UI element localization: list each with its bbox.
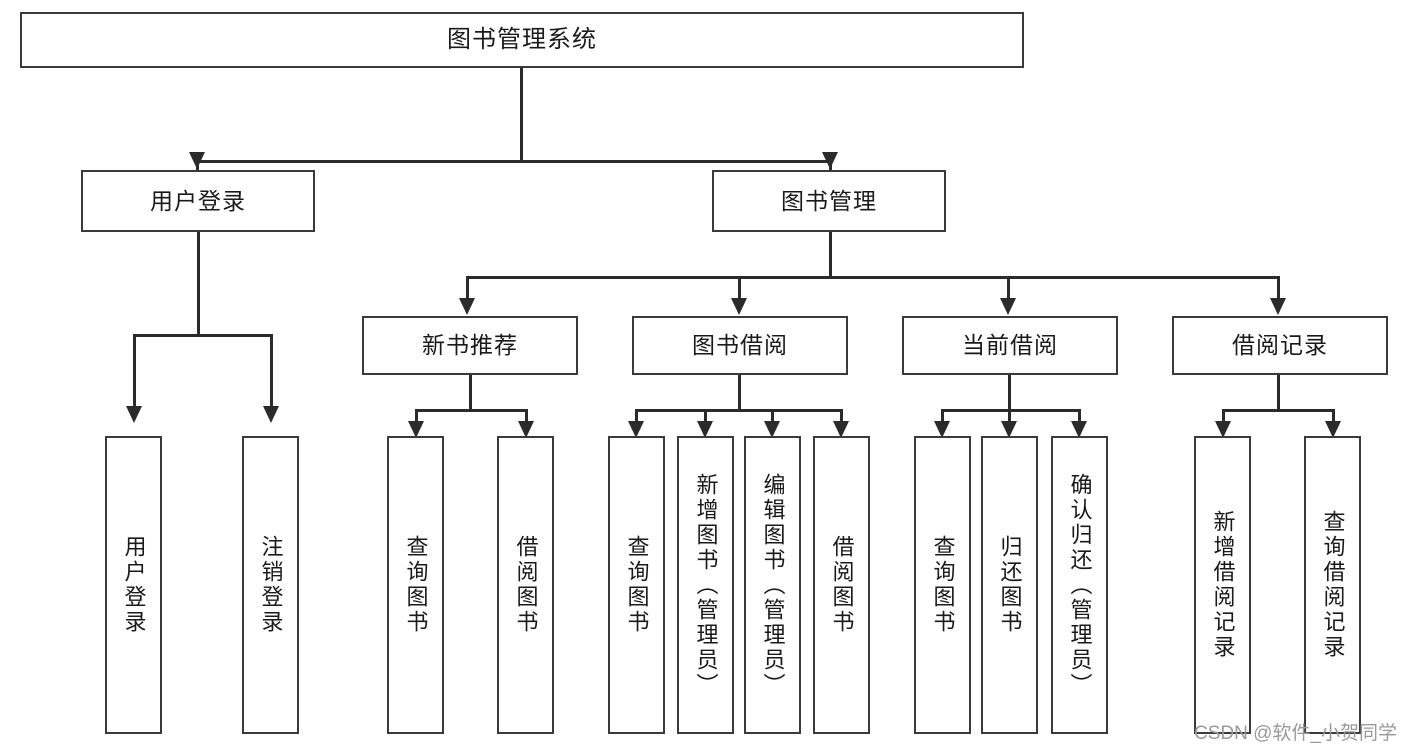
connector-bm-to-current <box>1007 276 1010 302</box>
node-leaf-add-record[interactable]: 新增借阅记录 <box>1194 436 1251 734</box>
arrow-to-leaf-query-record <box>1325 421 1341 438</box>
connector-user-login-right <box>270 334 273 408</box>
node-leaf-borrow-book-2[interactable]: 借阅图书 <box>813 436 870 734</box>
connector-bb-2 <box>704 409 707 429</box>
node-leaf-query-record[interactable]: 查询借阅记录 <box>1304 436 1361 734</box>
connector-current-trunk <box>1008 375 1011 411</box>
node-root[interactable]: 图书管理系统 <box>20 12 1024 68</box>
arrow-to-leaf-query-book-1 <box>408 421 424 438</box>
node-user-login[interactable]: 用户登录 <box>81 170 315 232</box>
connector-user-login-left <box>133 334 136 408</box>
connector-recommend-bus <box>415 409 528 412</box>
node-leaf-query-book-1-label: 查询图书 <box>403 535 429 635</box>
node-book-management-label: 图书管理 <box>781 187 877 214</box>
connector-book-management-trunk <box>829 232 832 278</box>
node-leaf-return-book[interactable]: 归还图书 <box>981 436 1038 734</box>
node-leaf-query-book-2[interactable]: 查询图书 <box>608 436 665 734</box>
node-leaf-edit-book-label: 编辑图书（管理员） <box>760 472 786 698</box>
node-leaf-query-book-1[interactable]: 查询图书 <box>387 436 444 734</box>
connector-bb-1 <box>635 409 638 429</box>
node-book-management[interactable]: 图书管理 <box>712 170 946 232</box>
arrow-to-new-book-recommend <box>459 298 475 315</box>
arrow-to-leaf-return-book <box>1001 421 1017 438</box>
node-book-borrow-label: 图书借阅 <box>692 332 788 359</box>
node-leaf-user-login[interactable]: 用户登录 <box>105 436 162 734</box>
connector-recommend-trunk <box>469 375 472 411</box>
connector-bb-3 <box>771 409 774 429</box>
connector-recommend-left <box>415 409 418 429</box>
connector-bookborrow-bus <box>635 409 843 412</box>
arrow-to-leaf-borrow-book-1 <box>518 421 534 438</box>
node-current-borrow[interactable]: 当前借阅 <box>902 316 1118 375</box>
node-new-book-recommend-label: 新书推荐 <box>422 332 518 359</box>
arrow-to-book-borrow <box>731 298 747 315</box>
node-leaf-confirm-return[interactable]: 确认归还（管理员） <box>1051 436 1108 734</box>
node-leaf-logout-login[interactable]: 注销登录 <box>242 436 299 734</box>
arrow-to-leaf-confirm-return <box>1071 421 1087 438</box>
connector-recommend-right <box>525 409 528 429</box>
connector-bm-to-recommend <box>466 276 469 302</box>
arrow-to-current-borrow <box>1000 298 1016 315</box>
arrow-to-leaf-edit-book <box>764 421 780 438</box>
connector-user-login-bus <box>133 334 273 337</box>
node-root-label: 图书管理系统 <box>447 26 597 54</box>
node-leaf-borrow-book-2-label: 借阅图书 <box>829 535 855 635</box>
connector-book-management-bus <box>466 276 1280 279</box>
connector-record-trunk <box>1277 375 1280 411</box>
node-leaf-add-record-label: 新增借阅记录 <box>1210 510 1236 660</box>
arrow-to-leaf-borrow-book-2 <box>833 421 849 438</box>
connector-record-bus <box>1222 409 1335 412</box>
node-leaf-query-book-3[interactable]: 查询图书 <box>914 436 971 734</box>
node-leaf-query-book-2-label: 查询图书 <box>624 535 650 635</box>
node-borrow-record-label: 借阅记录 <box>1232 332 1328 359</box>
arrow-to-book-management <box>822 152 838 169</box>
connector-bm-to-borrow <box>738 276 741 302</box>
connector-cb-2 <box>1008 409 1011 429</box>
arrow-to-leaf-query-book-3 <box>934 421 950 438</box>
node-borrow-record[interactable]: 借阅记录 <box>1172 316 1388 375</box>
connector-bm-to-record <box>1277 276 1280 302</box>
connector-cb-1 <box>941 409 944 429</box>
node-leaf-edit-book[interactable]: 编辑图书（管理员） <box>744 436 801 734</box>
connector-root-trunk <box>520 68 523 162</box>
connector-bb-4 <box>840 409 843 429</box>
csdn-watermark: CSDN @软件_小贺同学 <box>1194 723 1397 744</box>
arrow-to-leaf-user-login <box>126 406 142 423</box>
connector-cb-3 <box>1078 409 1081 429</box>
node-leaf-add-book[interactable]: 新增图书（管理员） <box>677 436 734 734</box>
connector-user-login-trunk <box>197 232 200 336</box>
node-current-borrow-label: 当前借阅 <box>962 332 1058 359</box>
arrow-to-leaf-add-book <box>697 421 713 438</box>
node-leaf-query-record-label: 查询借阅记录 <box>1320 510 1346 660</box>
node-book-borrow[interactable]: 图书借阅 <box>632 316 848 375</box>
arrow-to-leaf-logout-login <box>263 406 279 423</box>
connector-bookborrow-trunk <box>738 375 741 411</box>
node-leaf-query-book-3-label: 查询图书 <box>930 535 956 635</box>
connector-root-bus <box>196 160 832 163</box>
node-leaf-borrow-book-1[interactable]: 借阅图书 <box>497 436 554 734</box>
node-new-book-recommend[interactable]: 新书推荐 <box>362 316 578 375</box>
node-leaf-logout-login-label: 注销登录 <box>258 535 284 635</box>
node-leaf-return-book-label: 归还图书 <box>997 535 1023 635</box>
arrow-to-leaf-query-book-2 <box>628 421 644 438</box>
arrow-to-leaf-add-record <box>1215 421 1231 438</box>
node-leaf-user-login-label: 用户登录 <box>121 535 147 635</box>
node-leaf-confirm-return-label: 确认归还（管理员） <box>1067 472 1093 698</box>
arrow-to-borrow-record <box>1270 298 1286 315</box>
node-leaf-borrow-book-1-label: 借阅图书 <box>513 535 539 635</box>
arrow-to-user-login <box>189 152 205 169</box>
node-leaf-add-book-label: 新增图书（管理员） <box>693 472 719 698</box>
node-user-login-label: 用户登录 <box>150 187 246 214</box>
connector-br-1 <box>1222 409 1225 429</box>
connector-br-2 <box>1332 409 1335 429</box>
connector-current-bus <box>941 409 1081 412</box>
